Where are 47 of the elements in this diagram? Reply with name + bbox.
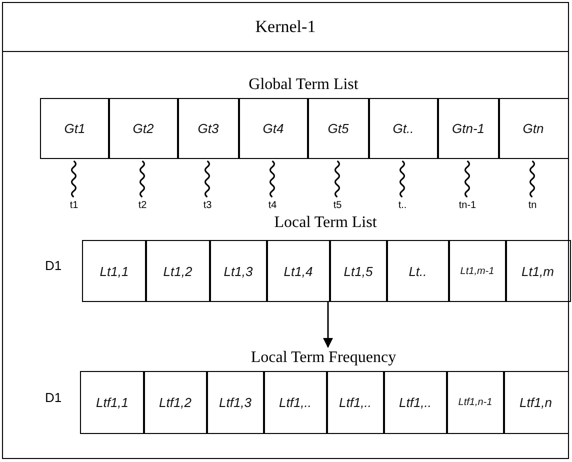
term-label: tn [516, 200, 548, 214]
wavy-line [270, 160, 275, 198]
term-label: t1 [58, 200, 90, 214]
term-cell: Lt1,5 [329, 240, 388, 302]
term-cell: Gt1 [40, 98, 110, 159]
term-cell: Gt3 [177, 98, 240, 159]
row-label: D1 [45, 390, 62, 405]
frame-title: Kernel-1 [3, 3, 568, 52]
term-cell: Lt1,m-1 [448, 240, 506, 302]
wavy-line [71, 160, 76, 198]
wavy-line [140, 160, 145, 198]
term-cell: Gt2 [108, 98, 178, 159]
term-cell: Gt4 [238, 98, 308, 159]
term-label: t2 [126, 200, 158, 214]
wavy-line [204, 160, 210, 198]
term-cell: Gtn-1 [437, 98, 500, 159]
term-cell: Lt1,2 [145, 240, 210, 302]
wavy-line [464, 160, 470, 198]
term-label: t3 [192, 200, 224, 214]
term-cell: Lt1,1 [82, 240, 146, 302]
term-label: tn-1 [452, 200, 484, 214]
term-label: t5 [322, 200, 354, 214]
wavy-line [400, 160, 405, 198]
list-heading: Global Term List [248, 76, 360, 94]
term-cell: Gt5 [307, 98, 370, 159]
term-cell: Lt.. [386, 240, 450, 302]
term-cell: Ltf1,3 [206, 371, 264, 434]
row-label: D1 [45, 258, 62, 273]
term-cell: Ltf1,.. [383, 371, 448, 434]
term-label: t4 [256, 200, 288, 214]
wavy-line [334, 160, 340, 198]
term-cell: Gt.. [368, 98, 438, 159]
term-cell: Ltf1,2 [143, 371, 208, 434]
term-cell: Gtn [498, 98, 568, 159]
wavy-line [530, 160, 535, 198]
list-heading: Local Term Frequency [250, 349, 398, 367]
term-cell: Ltf1,n [503, 371, 568, 434]
list-heading: Local Term List [273, 214, 378, 232]
term-cell: Lt1,3 [209, 240, 268, 302]
term-cell: Lt1,4 [266, 240, 330, 302]
term-cell: Lt1,m [505, 240, 570, 302]
arrow [323, 301, 333, 348]
term-cell: Ltf1,n-1 [446, 371, 504, 434]
term-label: t.. [386, 200, 418, 214]
term-cell: Ltf1,.. [263, 371, 328, 434]
term-cell: Ltf1,.. [326, 371, 384, 434]
term-cell: Ltf1,1 [80, 371, 144, 434]
